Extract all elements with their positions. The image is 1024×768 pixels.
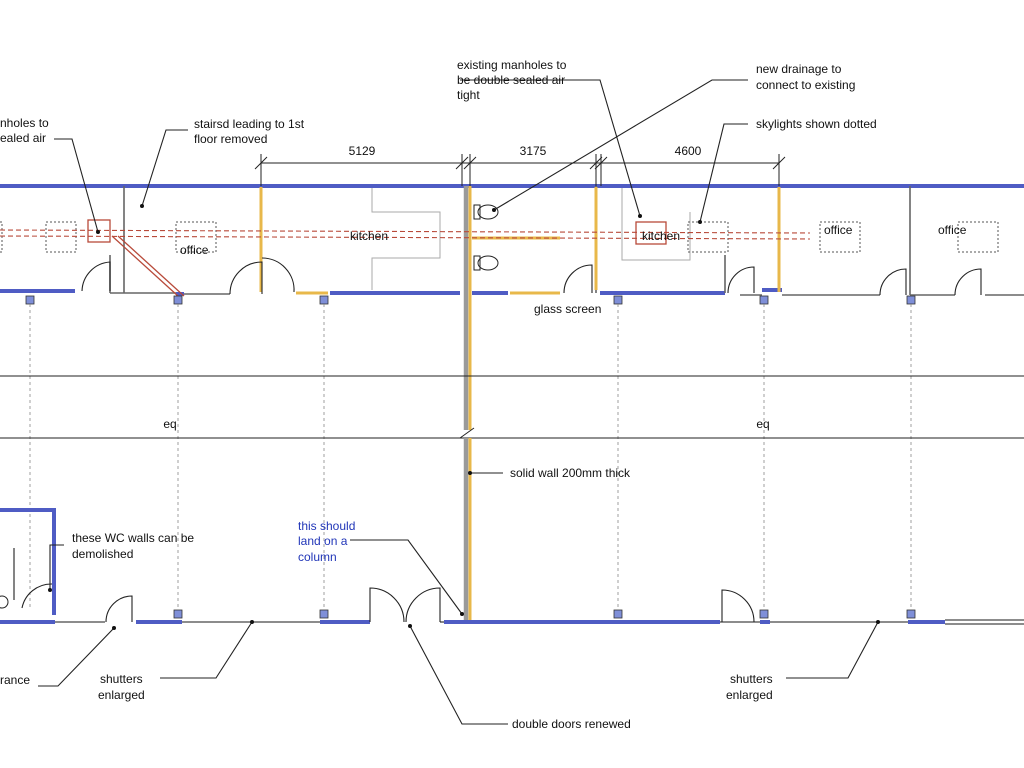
room-office-1: office [180, 243, 209, 257]
top-doors [81, 257, 982, 296]
kitchen-worktop [371, 188, 441, 290]
door-swing [229, 261, 263, 295]
skylight [0, 221, 3, 253]
manhole-icon [635, 221, 667, 245]
dim-eq-right: eq [756, 417, 769, 431]
double-door-right [405, 587, 441, 623]
dim-tick [459, 427, 475, 439]
note-shutters-right: shutters enlarged [726, 672, 776, 702]
columns [25, 295, 916, 619]
room-office-2: office [824, 223, 853, 237]
column [613, 295, 623, 305]
note-manholes-left: nholes to ealed air [0, 116, 52, 145]
stair-line [111, 235, 179, 297]
skylight [819, 221, 861, 253]
stair-line [117, 235, 185, 297]
note-shutters-left: shutters enlarged [98, 672, 146, 702]
toilet-icon [477, 255, 499, 271]
column [173, 295, 183, 305]
room-kitchen-2: kitchen [642, 229, 680, 243]
column [759, 295, 769, 305]
door-swing [563, 264, 593, 294]
drain-line [0, 229, 811, 234]
dim-3175: 3175 [520, 144, 547, 158]
note-wc-walls: these WC walls can be demolished [72, 531, 197, 561]
column [173, 609, 183, 619]
manhole-icon [87, 219, 111, 243]
note-glass-screen: glass screen [534, 302, 601, 316]
note-should-land: this should land on a column [298, 519, 359, 564]
wc-fixtures [473, 204, 499, 271]
column [906, 295, 916, 305]
toilet-icon [477, 204, 499, 220]
column [319, 295, 329, 305]
note-stairs: stairsd leading to 1st floor removed [194, 117, 307, 146]
kitchen-worktop [621, 188, 691, 261]
note-solid-wall: solid wall 200mm thick [510, 466, 631, 480]
dimension-lines [254, 154, 786, 186]
door-swing [105, 595, 133, 623]
door-swing [721, 589, 755, 623]
toilet-icon [473, 204, 481, 220]
note-entrance: rance [0, 673, 30, 687]
door-swing [879, 268, 907, 296]
column [613, 609, 623, 619]
skylight [957, 221, 999, 253]
note-new-drainage: new drainage to connect to existing [756, 62, 855, 92]
column [759, 609, 769, 619]
grid-lines [29, 304, 912, 610]
toilet-icon [473, 255, 481, 271]
bottom-doors [105, 587, 755, 623]
skylight [687, 221, 729, 253]
column [25, 295, 35, 305]
dim-5129: 5129 [349, 144, 376, 158]
skylight [45, 221, 77, 253]
note-existing-manholes: existing manholes to be double sealed ai… [457, 58, 570, 102]
door-swing [261, 257, 295, 293]
double-door-left [369, 587, 405, 623]
note-skylights: skylights shown dotted [756, 117, 877, 131]
annotation-leaders [38, 79, 880, 725]
bottom-unit-walls [0, 508, 1024, 625]
door-swing [954, 268, 982, 296]
drain-line [0, 235, 811, 240]
column [319, 609, 329, 619]
top-unit-walls [0, 184, 1024, 296]
dim-4600: 4600 [675, 144, 702, 158]
door-swing [727, 266, 755, 294]
room-kitchen-1: kitchen [350, 229, 388, 243]
door-swing [81, 261, 111, 292]
note-double-doors: double doors renewed [512, 717, 631, 731]
room-office-3: office [938, 223, 967, 237]
column [906, 609, 916, 619]
drainage-run [0, 219, 811, 297]
dim-eq-left: eq [163, 417, 176, 431]
